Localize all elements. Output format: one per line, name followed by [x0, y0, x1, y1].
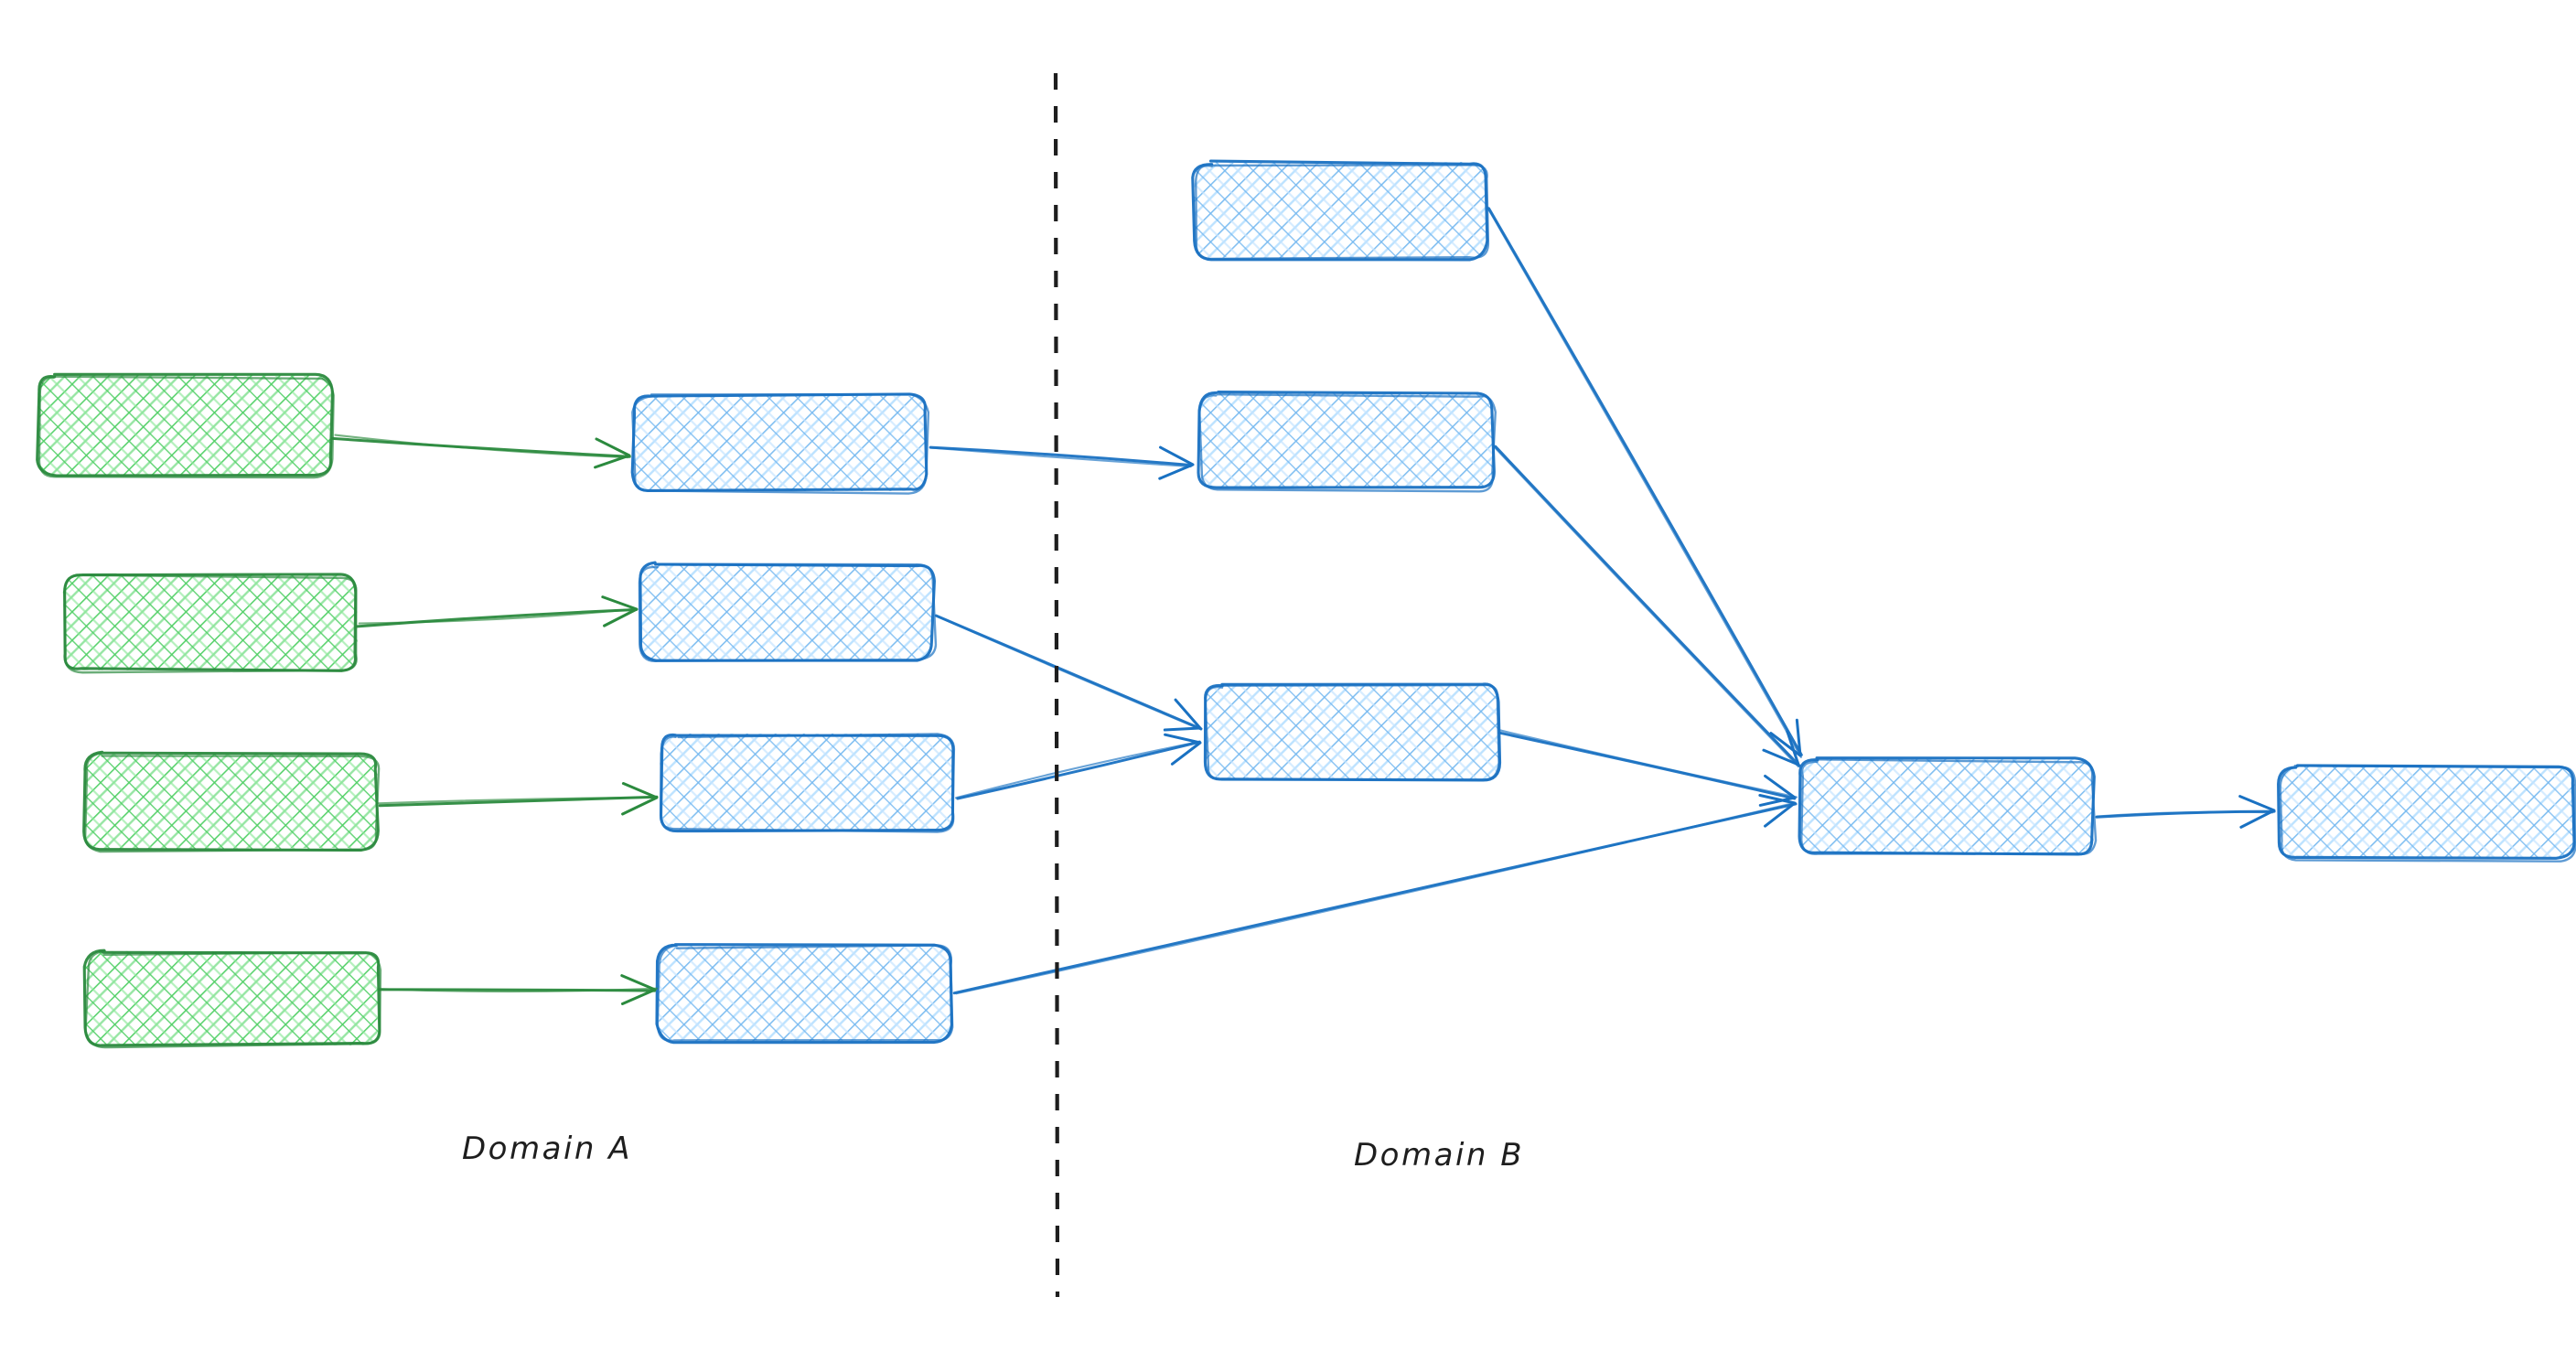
- edge-e-src2-mid2: [356, 595, 639, 628]
- node-layer: [36, 159, 2576, 1049]
- node-b-hub[interactable]: [1798, 756, 2098, 856]
- edge-e-src4-mid4: [377, 974, 659, 1005]
- edge-layer: [331, 206, 2276, 1005]
- edge-e-btop-bhub: [1486, 206, 1803, 758]
- domain-b-label: Domain B: [1354, 1137, 1524, 1174]
- divider-layer: [1053, 72, 1060, 1298]
- node-b-top[interactable]: [1191, 159, 1490, 262]
- node-a-mid-3[interactable]: [660, 733, 956, 833]
- node-a-mid-2[interactable]: [638, 561, 938, 662]
- node-a-src-2[interactable]: [62, 573, 358, 674]
- edge-e-src3-mid3: [377, 782, 659, 816]
- domain-a-label: Domain A: [462, 1131, 632, 1167]
- edge-e-bmid-bhub: [1492, 445, 1801, 768]
- domain-divider: [1053, 72, 1060, 1298]
- label-layer: Domain A Domain B: [462, 1131, 1524, 1174]
- node-a-mid-4[interactable]: [655, 943, 954, 1045]
- edge-e-mid2-blow: [934, 614, 1203, 732]
- edge-e-bhub-bout: [2095, 795, 2276, 829]
- edge-e-mid1-btop: [928, 445, 1195, 480]
- edge-e-src1-mid1: [331, 434, 631, 469]
- node-b-low[interactable]: [1203, 682, 1502, 782]
- edge-e-blow-bhub: [1497, 729, 1798, 807]
- edge-e-mid4-bhub: [952, 793, 1798, 995]
- node-a-mid-1[interactable]: [630, 392, 930, 495]
- node-a-src-1[interactable]: [36, 372, 335, 479]
- node-a-src-3[interactable]: [82, 750, 381, 853]
- node-a-src-4[interactable]: [82, 949, 382, 1049]
- edge-e-mid3-blow: [954, 733, 1202, 800]
- node-b-mid[interactable]: [1197, 391, 1497, 493]
- node-b-out[interactable]: [2277, 764, 2576, 863]
